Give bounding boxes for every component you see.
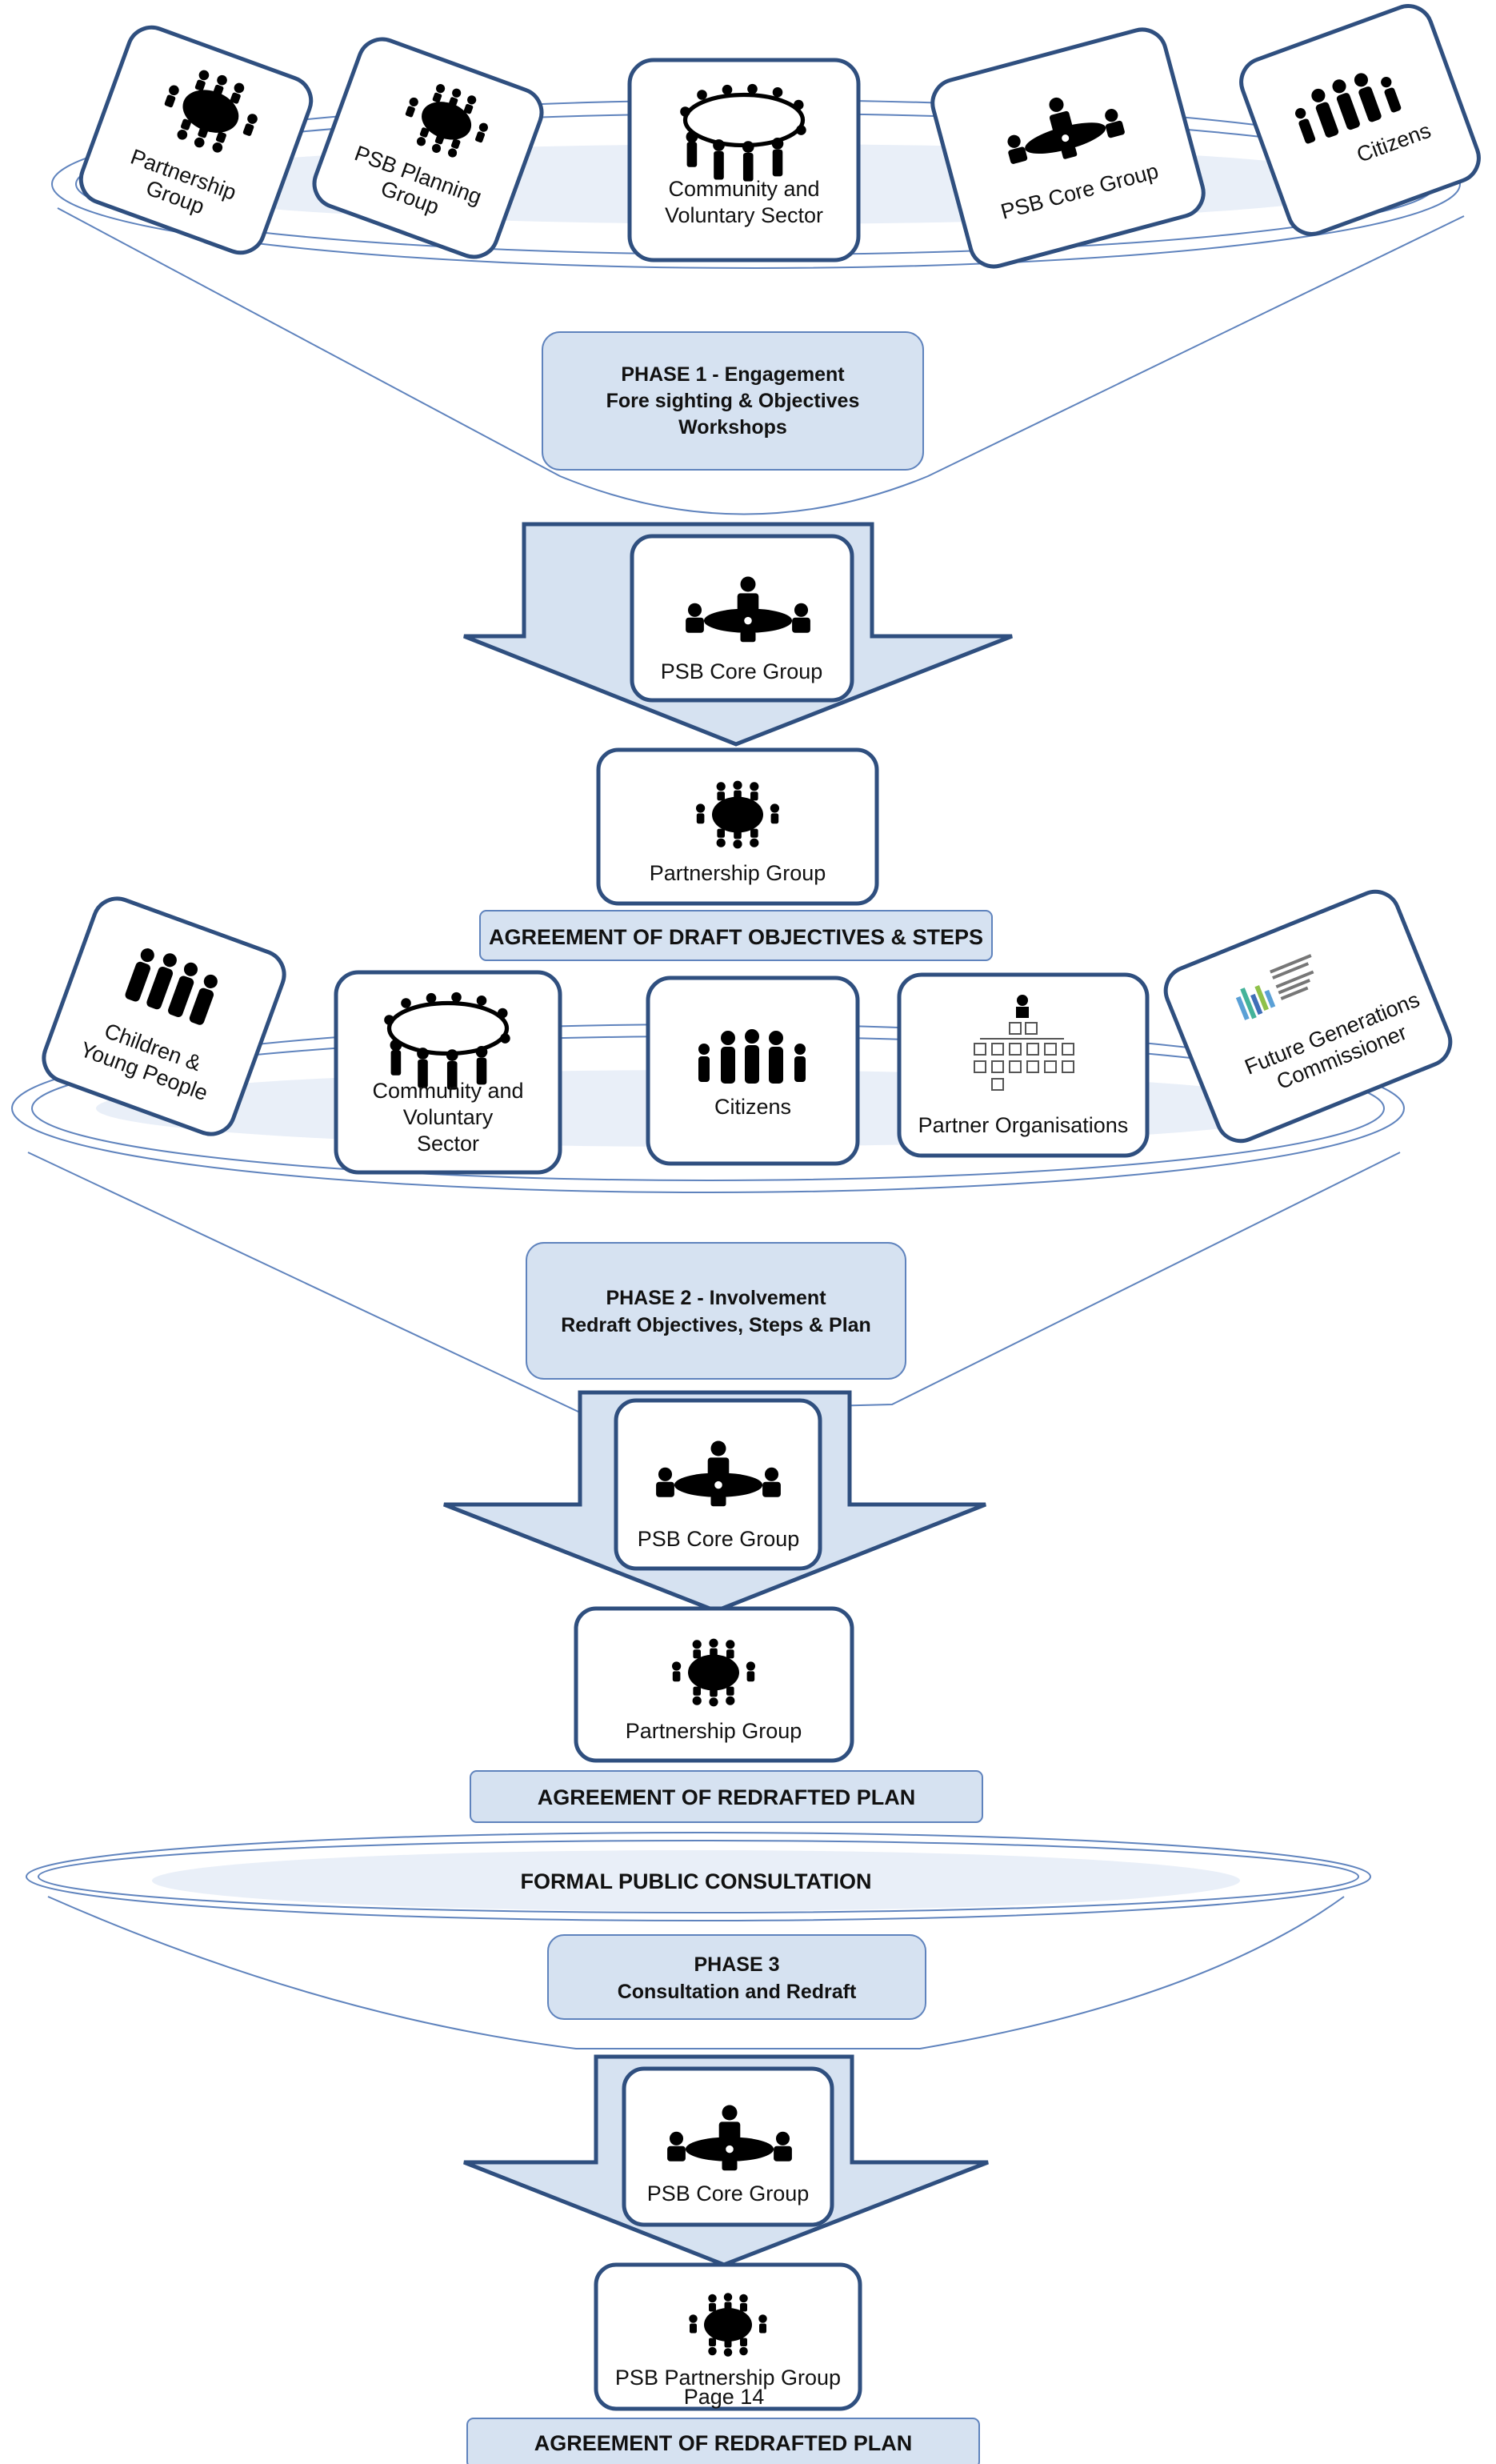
stakeholder-card-citizens-2: Citizens bbox=[646, 976, 860, 1166]
stakeholder-card-future-generations-commissioner: Future Generations Commissioner bbox=[1163, 889, 1453, 1144]
agreement-text: AGREEMENT OF DRAFT OBJECTIVES & STEPS bbox=[489, 925, 983, 949]
phase2-line1: PHASE 2 - Involvement bbox=[606, 1287, 826, 1309]
stakeholder-label-line1: Partner Organisations bbox=[918, 1113, 1129, 1137]
core-group-label: PSB Core Group bbox=[638, 1527, 800, 1551]
phase2-partnership-group-card: Partnership Group bbox=[574, 1606, 854, 1763]
stakeholder-label-line2: Voluntary bbox=[403, 1105, 494, 1129]
phase2-agreement-bar: AGREEMENT OF REDRAFTED PLAN bbox=[470, 1770, 983, 1823]
phase1-box: PHASE 1 - Engagement Fore sighting & Obj… bbox=[542, 331, 924, 471]
phase3-box: PHASE 3 Consultation and Redraft bbox=[547, 1934, 926, 2020]
core-group-label: PSB Core Group bbox=[647, 2182, 810, 2206]
formal-public-consultation-label: FORMAL PUBLIC CONSULTATION bbox=[521, 1869, 872, 1893]
page-number: Page 14 bbox=[684, 2385, 765, 2409]
stakeholder-card-community-voluntary-sector: Community and Voluntary Sector bbox=[334, 970, 562, 1175]
phase2-core-group-card: PSB Core Group bbox=[614, 1398, 822, 1571]
phase2-box: PHASE 2 - Involvement Redraft Objectives… bbox=[526, 1242, 906, 1380]
stakeholder-label-line1: Community and bbox=[668, 177, 819, 201]
phase1-core-group-card: PSB Core Group bbox=[630, 534, 854, 703]
phase1-line1: PHASE 1 - Engagement bbox=[621, 363, 845, 386]
partnership-group-label: PSB Partnership Group bbox=[615, 2366, 841, 2390]
stakeholder-label-line3: Sector bbox=[417, 1132, 479, 1156]
phase1-agreement-bar: AGREEMENT OF DRAFT OBJECTIVES & STEPS bbox=[479, 910, 993, 961]
stakeholder-card-psb-planning-group: PSB Planning Group bbox=[312, 37, 544, 259]
phase3-core-group-card: PSB Core Group bbox=[622, 2066, 834, 2227]
phase3-agreement-bar: AGREEMENT OF REDRAFTED PLAN bbox=[466, 2418, 980, 2464]
phase1-partnership-group-card: Partnership Group bbox=[596, 747, 879, 906]
agreement-text: AGREEMENT OF REDRAFTED PLAN bbox=[534, 2431, 913, 2455]
phase1-line2: Fore sighting & Objectives bbox=[606, 390, 860, 412]
agreement-text: AGREEMENT OF REDRAFTED PLAN bbox=[538, 1785, 916, 1809]
phase3-partnership-group-card: PSB Partnership Group bbox=[594, 2262, 862, 2411]
stakeholder-card-children-young-people: Children & Young People bbox=[42, 896, 286, 1136]
partnership-group-label: Partnership Group bbox=[650, 861, 826, 885]
core-group-label: PSB Core Group bbox=[661, 659, 823, 683]
phase3-line2: Consultation and Redraft bbox=[618, 1981, 857, 2003]
stakeholder-card-partnership-group: Partnership Group bbox=[78, 25, 314, 255]
stakeholder-label-line2: Voluntary Sector bbox=[665, 203, 823, 227]
partnership-group-label: Partnership Group bbox=[626, 1719, 802, 1743]
stakeholder-label-line1: Community and bbox=[372, 1079, 523, 1103]
stakeholder-card-psb-core-group: PSB Core Group bbox=[930, 27, 1206, 269]
commissioner-logo-icon bbox=[1235, 954, 1314, 1020]
stakeholder-card-community-voluntary: Community and Voluntary Sector bbox=[627, 58, 861, 262]
phase3-funnel: FORMAL PUBLIC CONSULTATION bbox=[26, 1832, 1371, 2049]
stakeholder-card-citizens: Citizens bbox=[1239, 4, 1481, 236]
phase2-line2: Redraft Objectives, Steps & Plan bbox=[561, 1314, 871, 1336]
org-chart-icon bbox=[974, 995, 1074, 1091]
stakeholder-label-line1: Citizens bbox=[714, 1095, 791, 1119]
phase3-line1: PHASE 3 bbox=[694, 1953, 780, 1976]
stakeholder-card-partner-organisations: Partner Organisations bbox=[897, 972, 1150, 1158]
phase1-line3: Workshops bbox=[678, 416, 787, 439]
